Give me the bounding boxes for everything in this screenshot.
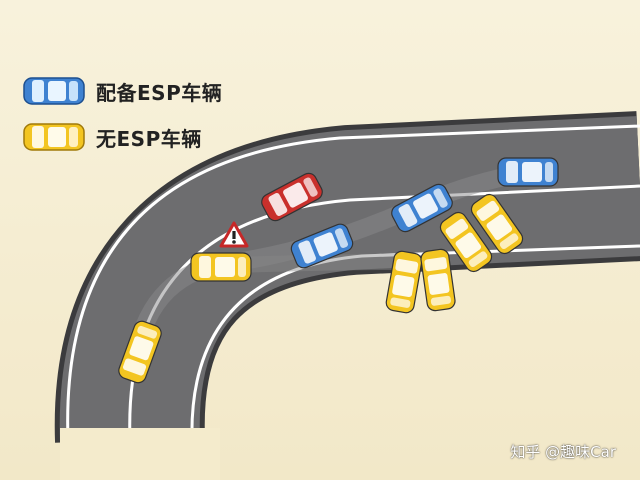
skid-trajectory (227, 254, 408, 273)
road-edge-inner (190, 244, 640, 441)
no-esp-car-6 (420, 248, 456, 312)
warning-icon (219, 221, 249, 248)
legend-label-esp: 配备ESP车辆 (96, 80, 223, 105)
no-esp-car-5 (385, 250, 423, 314)
no-esp-car-3 (439, 211, 493, 273)
no-esp-car-4 (470, 193, 524, 255)
legend-row-no-esp: 无ESP车辆 (22, 114, 282, 160)
red-car (261, 172, 323, 222)
legend-row-esp: 配备ESP车辆 (22, 68, 282, 114)
legend-label-no-esp: 无ESP车辆 (96, 126, 202, 151)
road-edge-outer (66, 124, 640, 441)
esp-car-blue-2 (391, 183, 453, 233)
no-esp-car-2 (190, 252, 252, 282)
no-esp-car-1 (118, 320, 162, 384)
esp-car-blue-3 (497, 157, 559, 187)
yellow-car-icon (23, 123, 85, 151)
esp-car-blue-1 (290, 223, 354, 269)
blue-car-icon (23, 77, 85, 105)
watermark-text: 知乎 @趣味Car (510, 443, 616, 461)
legend: 配备ESP车辆 无ESP车辆 (22, 68, 282, 160)
